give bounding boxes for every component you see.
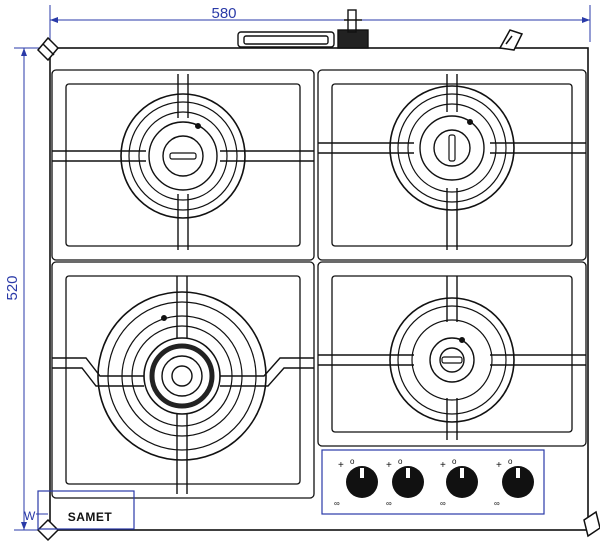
width-dimension: [49, 5, 591, 42]
cooktop-outline: [49, 47, 589, 531]
burner-wok: [52, 276, 314, 494]
knob-4-off: o: [508, 457, 513, 466]
height-label: 520: [4, 275, 21, 300]
knob-2[interactable]: + o ∞: [386, 457, 424, 508]
brand-box: [37, 490, 135, 530]
brand-logo: SAMET: [68, 510, 113, 524]
burner-top-right: [318, 74, 586, 250]
knob-4[interactable]: + o ∞: [494, 457, 534, 508]
control-panel: [321, 449, 545, 515]
corner-clip-bottom-left: [36, 518, 60, 542]
knob-1-plus: +: [338, 460, 344, 471]
burner-top-left: [52, 74, 314, 250]
knob-2-flame-icon: ∞: [386, 499, 392, 508]
knob-3-plus: +: [440, 460, 446, 471]
knob-2-plus: +: [386, 460, 392, 471]
knob-2-off: o: [398, 457, 403, 466]
gas-connector: [237, 9, 369, 49]
width-label: 580: [211, 5, 236, 22]
corner-label: W: [24, 509, 36, 523]
pan-support-left: [51, 69, 315, 499]
knob-3-off: o: [452, 457, 457, 466]
knob-1-flame-icon: ∞: [334, 499, 340, 508]
burner-small: [318, 276, 586, 440]
corner-clip-bottom-right: [583, 510, 600, 538]
knob-1[interactable]: + o ∞: [334, 457, 378, 508]
pan-support-right: [317, 69, 587, 447]
knob-4-flame-icon: ∞: [494, 499, 500, 508]
corner-clip-top-left: [36, 36, 60, 62]
height-dimension: [14, 47, 50, 531]
knob-3[interactable]: + o ∞: [440, 457, 478, 508]
knob-4-plus: +: [496, 460, 502, 471]
corner-clip-top-right: [498, 29, 524, 51]
knob-1-off: o: [350, 457, 355, 466]
knob-3-flame-icon: ∞: [440, 499, 446, 508]
